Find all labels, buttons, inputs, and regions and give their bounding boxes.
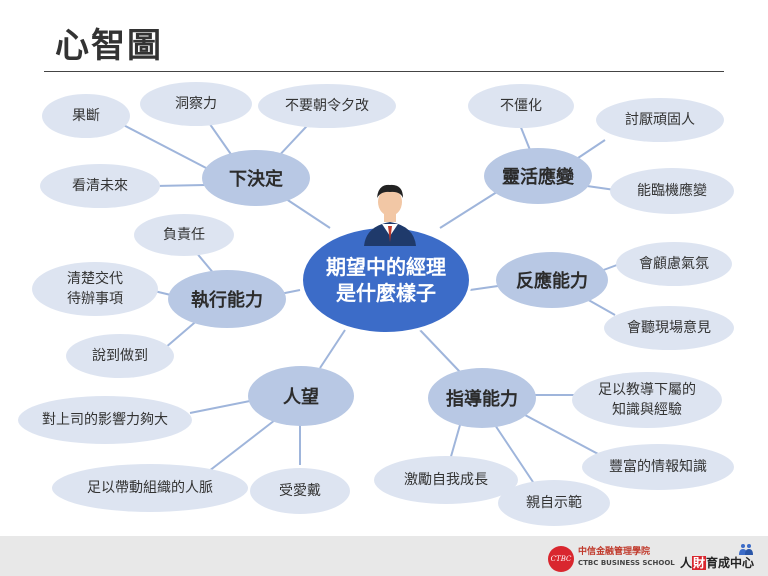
people-icon xyxy=(739,544,753,555)
talent-center-label: 人財育成中心 xyxy=(680,554,754,571)
connector-center-reputation xyxy=(319,329,346,369)
manager-avatar-icon xyxy=(364,184,416,246)
branch-flex: 靈活應變 xyxy=(484,148,592,204)
leaf-guide-knowledge-line-1: 足以教導下屬的 xyxy=(598,382,696,398)
leaf-decide-foresight: 看清未來 xyxy=(40,164,160,208)
branch-execute: 執行能力 xyxy=(168,270,286,328)
branch-guide: 指導能力 xyxy=(428,368,536,428)
branch-react: 反應能力 xyxy=(496,252,608,308)
leaf-execute-deliver: 說到做到 xyxy=(66,334,174,378)
connector-reputation-leaf-2 xyxy=(199,419,276,479)
branch-decide: 下決定 xyxy=(202,150,310,206)
leaf-decide-insight: 洞察力 xyxy=(140,82,252,126)
connector-center-guide xyxy=(419,329,461,373)
center-line-2: 是什麼樣子 xyxy=(336,281,436,305)
connector-reputation-leaf-1 xyxy=(189,399,256,414)
leaf-reputation-network: 足以帶動組織的人脈 xyxy=(52,464,248,512)
leaf-flex-dislike-stubborn: 討厭頑固人 xyxy=(596,98,724,142)
leaf-execute-delegate: 清楚交代 待辦事項 xyxy=(32,262,158,316)
footer-bar xyxy=(0,536,768,576)
branch-reputation: 人望 xyxy=(248,366,354,426)
leaf-execute-delegate-line-1: 清楚交代 xyxy=(67,271,123,287)
connector-react-leaf-2 xyxy=(584,297,616,316)
leaf-decide-consistent: 不要朝令夕改 xyxy=(258,84,396,128)
connector-center-flex xyxy=(439,189,501,229)
school-name: 中信金融管理學院 CTBC BUSINESS SCHOOL xyxy=(578,547,675,569)
connector-decide-leaf-1 xyxy=(109,117,211,171)
connector-decide-leaf-4 xyxy=(154,184,206,187)
connector-flex-leaf-1 xyxy=(519,124,531,151)
leaf-react-atmosphere: 會顧慮氣氛 xyxy=(616,242,732,286)
leaf-execute-delegate-line-2: 待辦事項 xyxy=(67,291,123,307)
leaf-decide-decisive: 果斷 xyxy=(42,94,130,138)
school-name-en: CTBC BUSINESS SCHOOL xyxy=(578,559,675,567)
talent-text-1: 人 xyxy=(680,556,693,570)
connector-guide-leaf-2 xyxy=(524,414,601,456)
leaf-reputation-influence: 對上司的影響力夠大 xyxy=(18,396,192,444)
ctbc-logo-icon: CTBC xyxy=(548,546,574,572)
connector-flex-leaf-2 xyxy=(574,139,606,161)
page-title: 心智圖 xyxy=(55,26,163,66)
title-divider xyxy=(44,71,724,72)
school-name-cn: 中信金融管理學院 xyxy=(578,547,651,557)
leaf-guide-intel: 豐富的情報知識 xyxy=(582,444,734,490)
leaf-flex-adapt: 能臨機應變 xyxy=(610,168,734,214)
talent-text-3: 育成中心 xyxy=(706,556,755,570)
leaf-guide-motivate: 激勵自我成長 xyxy=(374,456,518,504)
connector-guide-leaf-3 xyxy=(449,424,461,461)
leaf-execute-responsible: 負責任 xyxy=(134,214,234,256)
leaf-guide-knowledge: 足以教導下屬的 知識與經驗 xyxy=(572,372,722,428)
leaf-guide-lead-by-example: 親自示範 xyxy=(498,480,610,526)
leaf-flex-not-rigid: 不僵化 xyxy=(468,84,574,128)
center-line-1: 期望中的經理 xyxy=(326,255,446,279)
leaf-reputation-beloved: 受愛戴 xyxy=(250,468,350,514)
talent-text-2: 財 xyxy=(692,556,707,570)
leaf-guide-knowledge-line-2: 知識與經驗 xyxy=(612,402,682,418)
leaf-react-listen: 會聽現場意見 xyxy=(604,306,734,350)
connector-guide-leaf-4 xyxy=(494,424,536,486)
